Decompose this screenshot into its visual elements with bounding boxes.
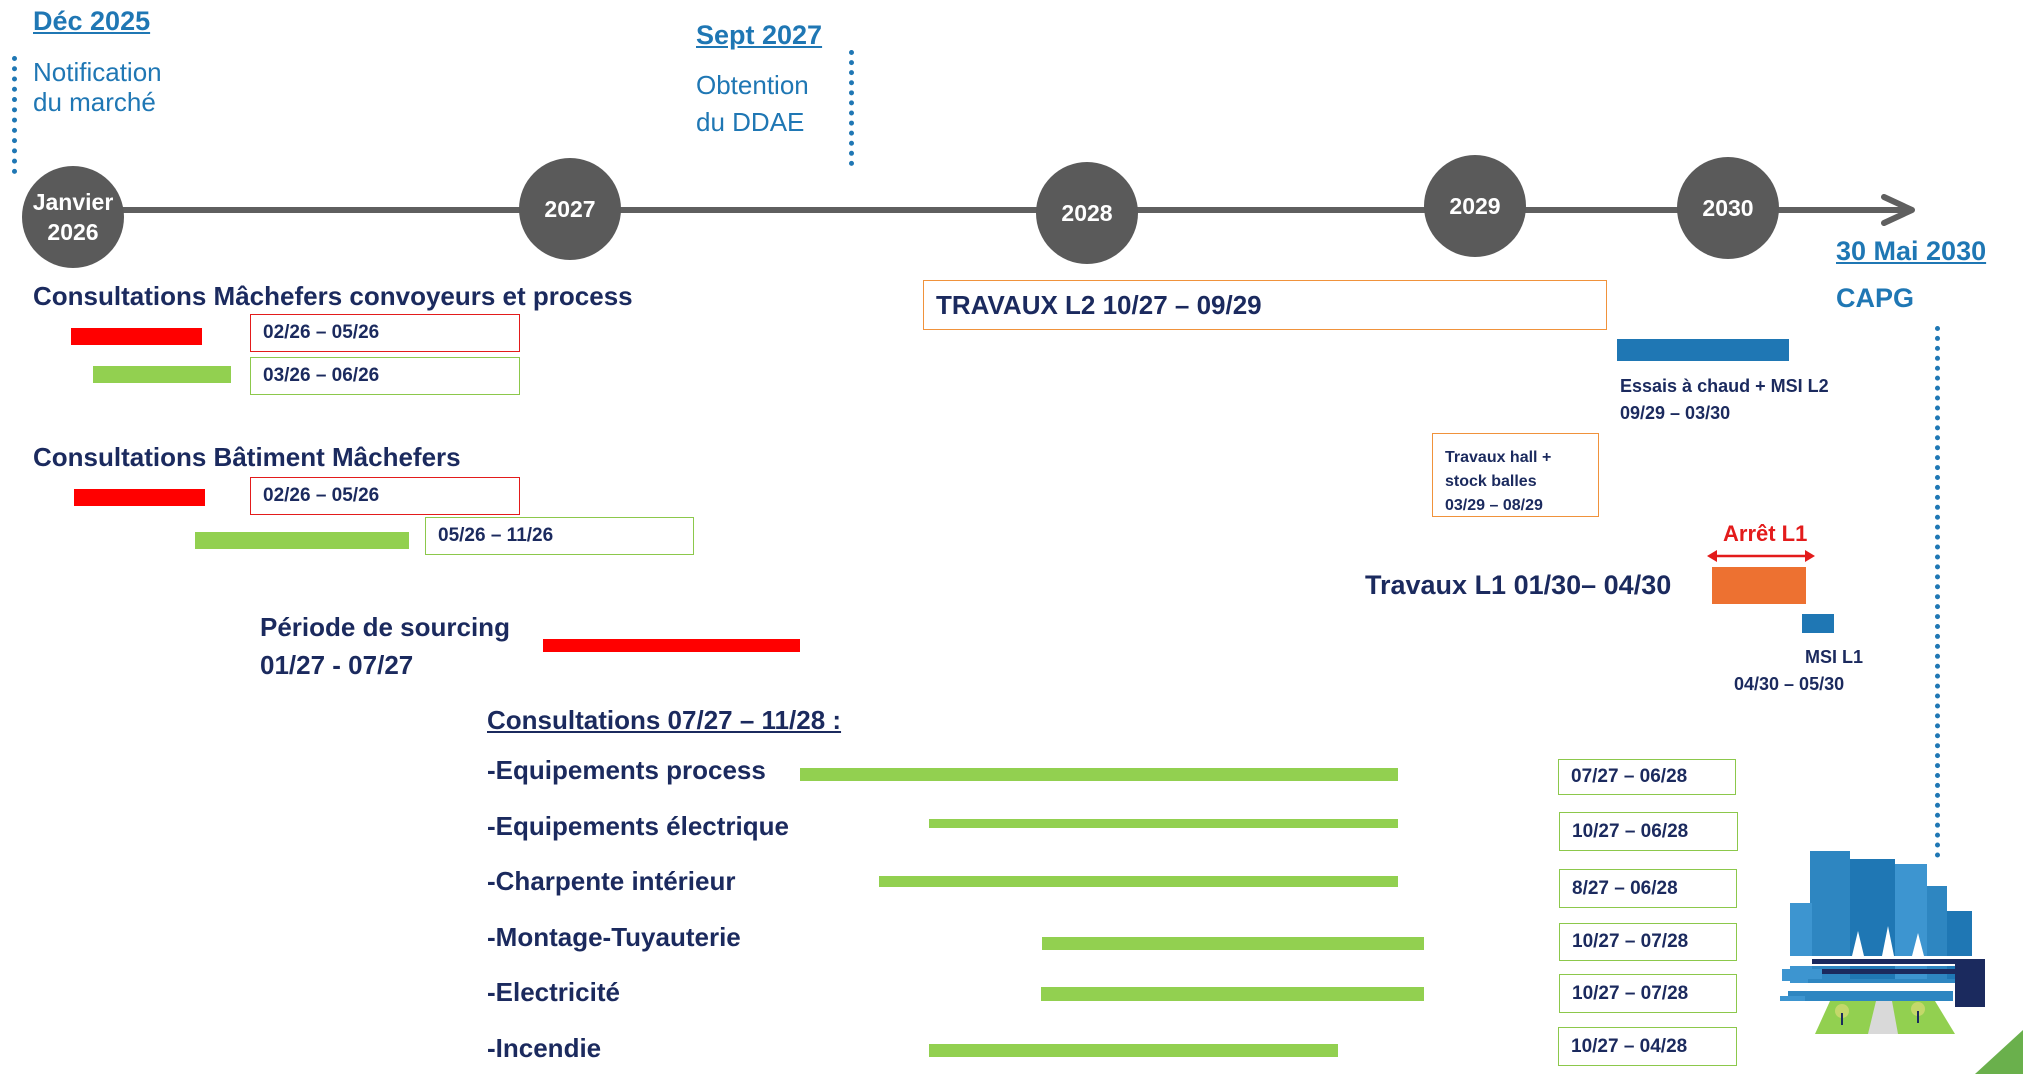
bar-machefers-process-green (93, 366, 231, 383)
msi-l1-dates: 04/30 – 05/30 (1734, 674, 1845, 694)
milestone-dec-2025-date: Déc 2025 (33, 6, 151, 36)
timeline-arrow-icon (1881, 194, 1915, 226)
bar-incendie (929, 1044, 1338, 1057)
bar-essais-msi-l2 (1617, 339, 1789, 361)
dates-charpente: 8/27 – 06/28 (1559, 869, 1737, 908)
essais-msi-l2-label: Essais à chaud + MSI L2 (1620, 376, 1829, 396)
consultation-label-electricite: -Electricité (487, 977, 620, 1007)
essais-msi-l2-dates: 09/29 – 03/30 (1620, 403, 1731, 423)
dates-montage-tuyauterie: 10/27 – 07/28 (1559, 923, 1737, 961)
milestone-sept-2027-marker (849, 50, 854, 166)
bar-electricite (1041, 987, 1424, 1001)
sourcing-dates: 01/27 - 07/27 (260, 650, 414, 680)
consultation-label-charpente: -Charpente intérieur (487, 866, 736, 896)
consultations-title: Consultations 07/27 – 11/28 : (487, 705, 842, 735)
milestone-dec-2025-text-1: Notification (33, 57, 162, 87)
dates-machefers-process-red: 02/26 – 05/26 (250, 314, 520, 352)
dates-equipements-process: 07/27 – 06/28 (1558, 759, 1736, 795)
bar-machefers-process-red (71, 328, 202, 345)
consultation-label-incendie: -Incendie (487, 1033, 602, 1063)
bar-equipements-electrique (929, 819, 1398, 828)
consultation-label-equipements-process: -Equipements process (487, 755, 766, 785)
bar-batiment-red (74, 489, 205, 506)
consultation-label-equipements-electrique: -Equipements électrique (487, 811, 789, 841)
travaux-hall-box: Travaux hall + stock balles 03/29 – 08/2… (1432, 433, 1599, 517)
milestone-sept-2027-text-1: Obtention (696, 70, 809, 100)
bar-msi-l1 (1802, 614, 1834, 633)
dates-incendie: 10/27 – 04/28 (1558, 1027, 1737, 1066)
bar-sourcing (543, 639, 800, 652)
travaux-l2-box: TRAVAUX L2 10/27 – 09/29 (923, 280, 1607, 330)
section-title-batiment: Consultations Bâtiment Mâchefers (33, 442, 461, 472)
travaux-hall-line1: Travaux hall + (1445, 449, 1552, 466)
arret-l1-arrow-icon (1707, 550, 1815, 562)
msi-l1-label: MSI L1 (1805, 647, 1864, 667)
timeline-node-2026-line1: Janvier (32, 189, 114, 215)
sourcing-title: Période de sourcing (260, 612, 510, 642)
dates-equipements-electrique: 10/27 – 06/28 (1559, 812, 1738, 851)
bar-charpente (879, 876, 1398, 887)
travaux-hall-dates: 03/29 – 08/29 (1445, 497, 1543, 514)
section-title-machefers-process: Consultations Mâchefers convoyeurs et pr… (33, 281, 633, 311)
arret-l1-label: Arrêt L1 (1723, 521, 1808, 546)
milestone-mai-2030-date: 30 Mai 2030 (1836, 236, 1987, 266)
milestone-sept-2027-text-2: du DDAE (696, 107, 805, 137)
dates-electricite: 10/27 – 07/28 (1559, 974, 1737, 1013)
bar-montage-tuyauterie (1042, 937, 1424, 950)
travaux-hall-line2: stock balles (1445, 473, 1537, 490)
timeline-node-2030: 2030 (1677, 157, 1779, 259)
timeline-axis (70, 207, 1905, 213)
building-icon (1780, 851, 1985, 1034)
milestone-mai-2030-text: CAPG (1836, 283, 1915, 313)
milestone-sept-2027-date: Sept 2027 (696, 20, 823, 50)
bar-equipements-process (800, 768, 1398, 781)
consultation-label-montage-tuyauterie: -Montage-Tuyauterie (487, 922, 741, 952)
milestone-dec-2025-marker (12, 56, 17, 174)
dates-batiment-red: 02/26 – 05/26 (250, 477, 520, 515)
bar-travaux-l1 (1712, 567, 1806, 604)
timeline-node-2026-line2: 2026 (47, 219, 99, 245)
timeline-node-2027: 2027 (519, 158, 621, 260)
bar-batiment-green (195, 532, 409, 549)
dates-batiment-green: 05/26 – 11/26 (425, 517, 694, 555)
timeline-node-2029: 2029 (1424, 155, 1526, 257)
milestone-mai-2030-marker (1935, 326, 1940, 858)
corner-decoration (1975, 1030, 2023, 1074)
dates-machefers-process-green: 03/26 – 06/26 (250, 357, 520, 395)
timeline-node-2028: 2028 (1036, 162, 1138, 264)
travaux-l1-label: Travaux L1 01/30– 04/30 (1365, 570, 1672, 600)
milestone-dec-2025-text-2: du marché (33, 87, 156, 117)
timeline-node-2026: Janvier 2026 (22, 166, 124, 268)
